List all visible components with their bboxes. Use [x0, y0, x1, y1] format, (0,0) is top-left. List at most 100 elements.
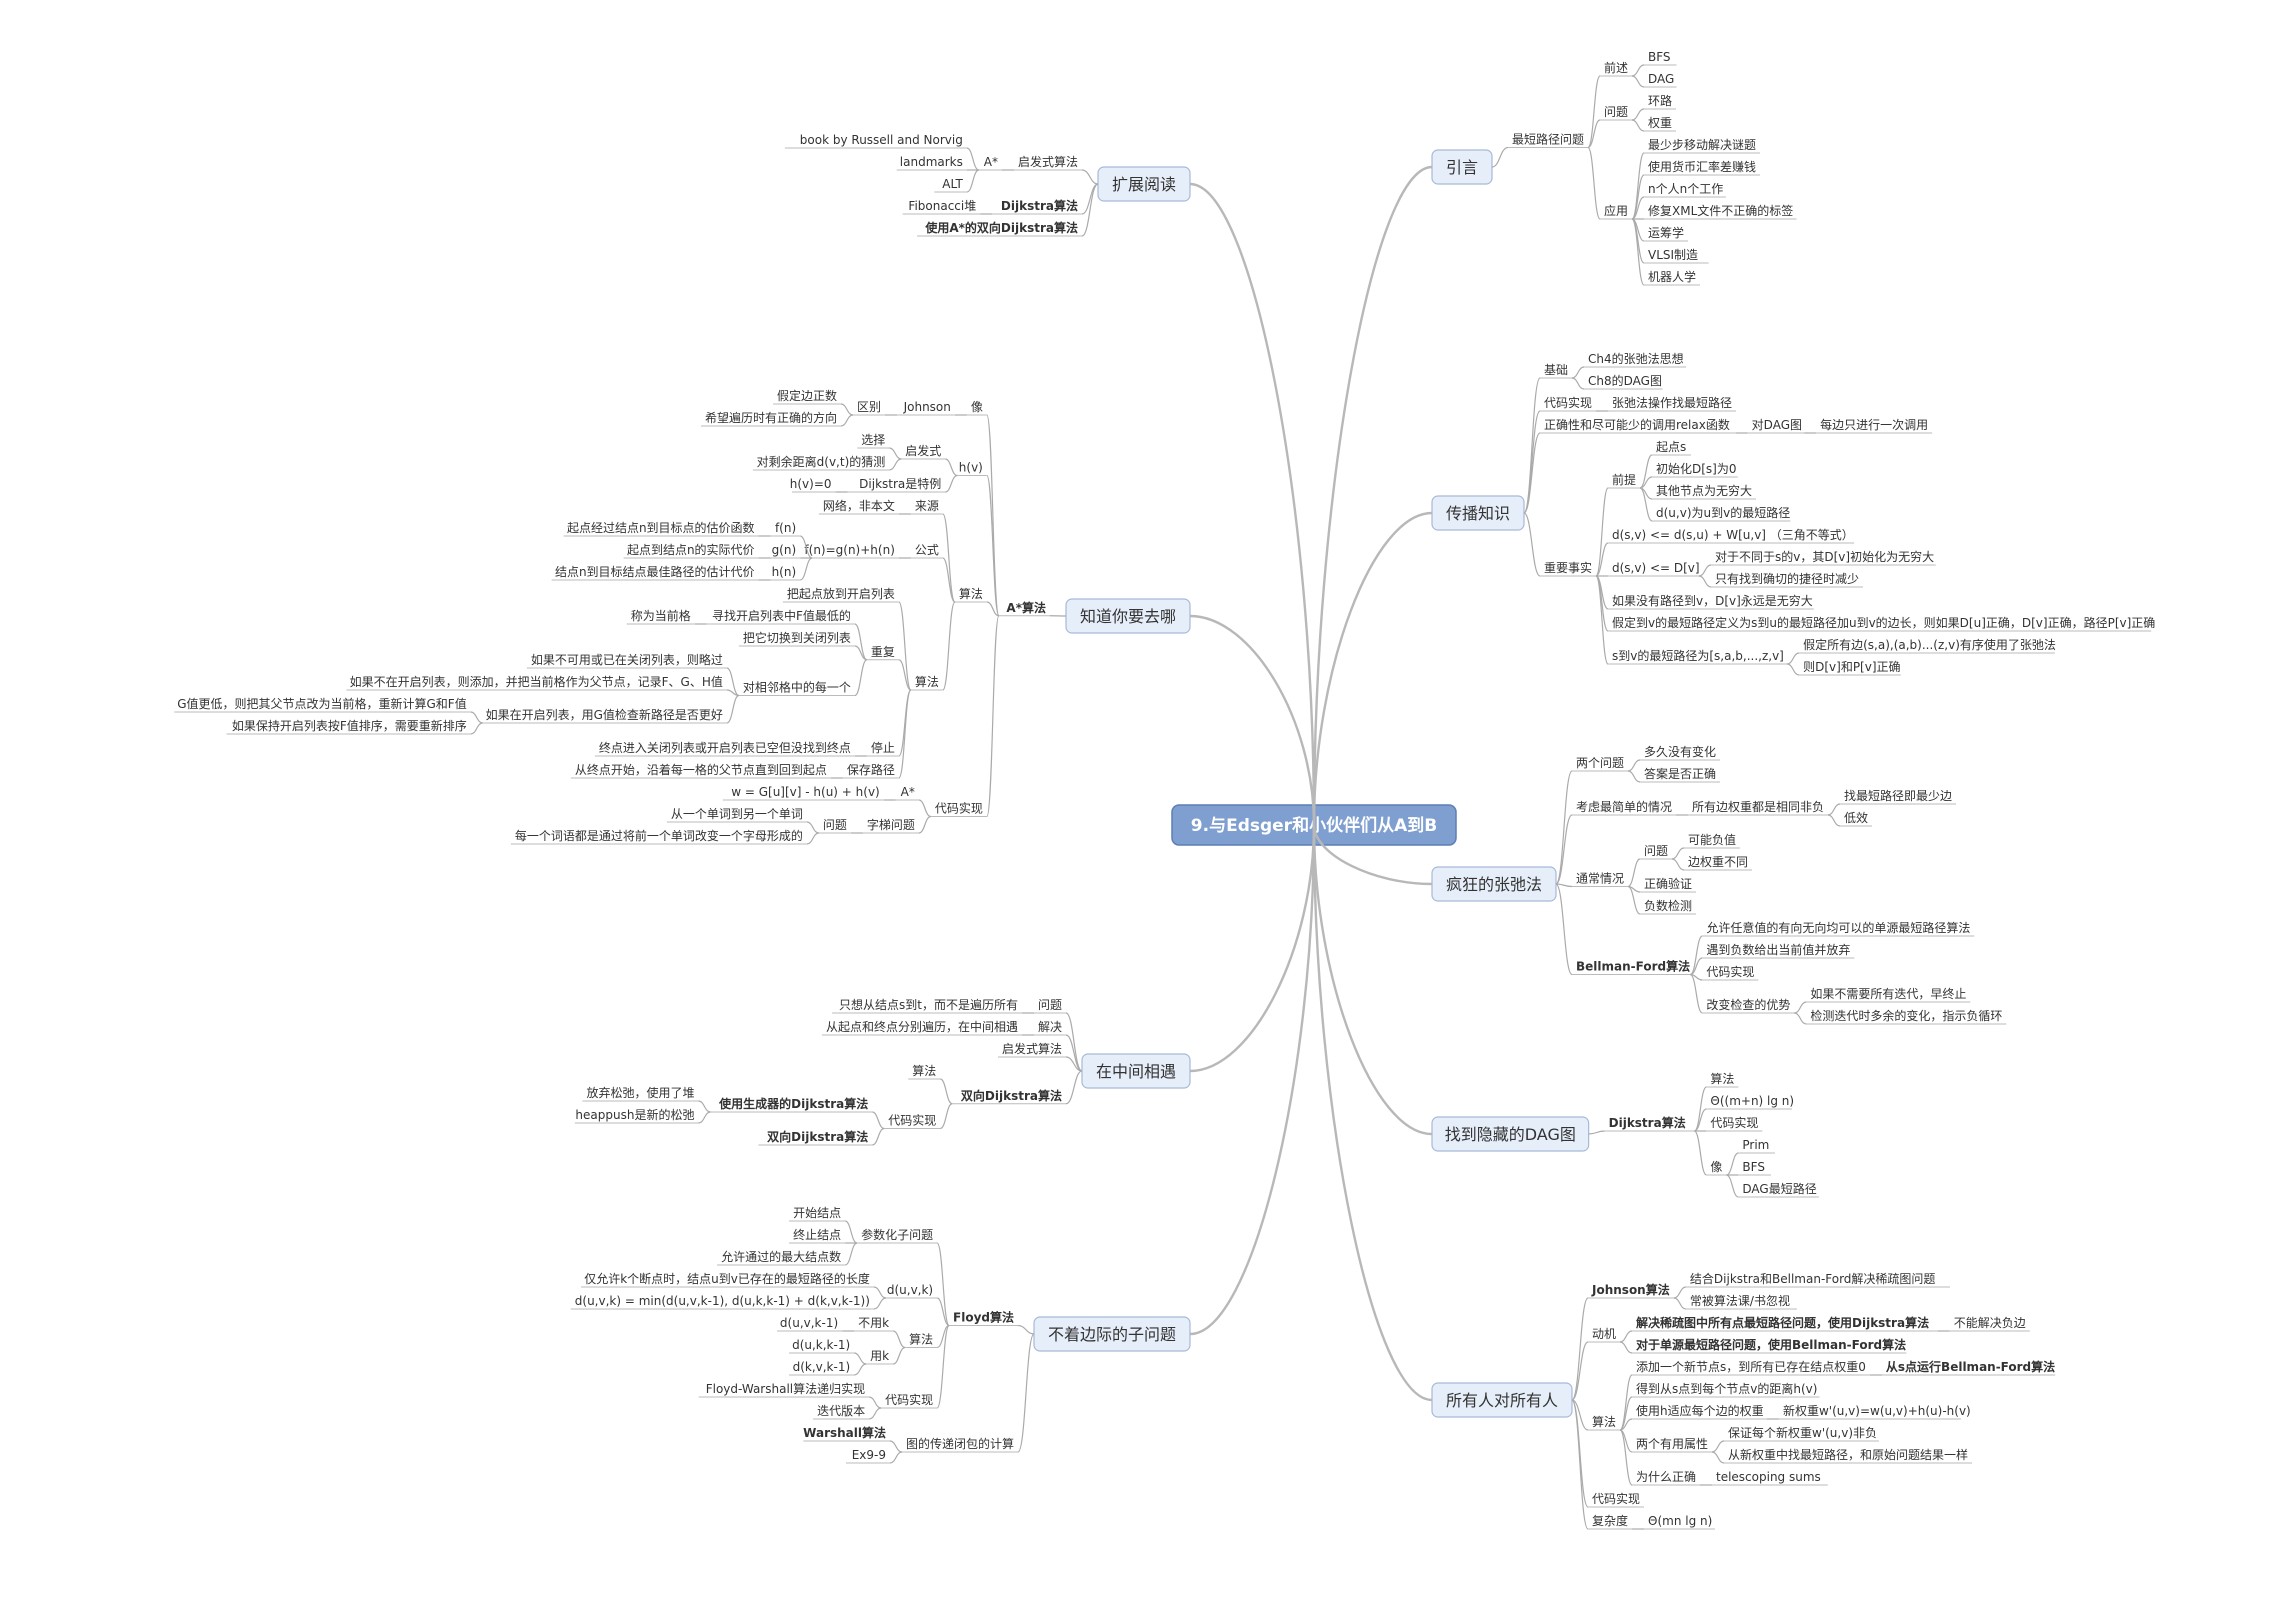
- topic-117[interactable]: h(n): [772, 565, 797, 579]
- topic-108[interactable]: 算法: [959, 586, 983, 601]
- topic-54[interactable]: 遇到负数给出当前值并放弃: [1706, 942, 1850, 957]
- topic-103[interactable]: 启发式: [905, 443, 941, 458]
- topic-38[interactable]: 则D[v]和P[v]正确: [1803, 660, 1900, 674]
- topic-21[interactable]: 正确性和尽可能少的调用relax函数: [1544, 417, 1730, 432]
- topic-90[interactable]: book by Russell and Norvig: [800, 133, 963, 147]
- topic-107[interactable]: h(v)=0: [790, 477, 832, 491]
- topic-123[interactable]: 称为当前格: [631, 608, 691, 623]
- topic-114[interactable]: 起点经过结点n到目标点的估价函数: [567, 520, 755, 535]
- topic-26[interactable]: 起点s: [1656, 440, 1686, 454]
- topic-59[interactable]: Dijkstra算法: [1609, 1115, 1686, 1130]
- topic-73[interactable]: 对于单源最短路径问题，使用Bellman-Ford算法: [1636, 1337, 1906, 1352]
- topic-156[interactable]: 开始结点: [793, 1206, 841, 1220]
- topic-37[interactable]: 假定所有边(s,a),(a,b)...(z,v)有序使用了张弛法: [1803, 637, 2056, 652]
- topic-70[interactable]: 动机: [1592, 1327, 1616, 1341]
- topic-115[interactable]: g(n): [772, 543, 797, 557]
- topic-79[interactable]: 新权重w'(u,v)=w(u,v)+h(u)-h(v): [1783, 1403, 1971, 1418]
- topic-80[interactable]: 两个有用属性: [1636, 1437, 1708, 1451]
- topic-5[interactable]: 问题: [1604, 105, 1628, 119]
- topic-120[interactable]: 把起点放到开启列表: [787, 586, 895, 601]
- topic-142[interactable]: 问题: [1038, 998, 1062, 1012]
- topic-22[interactable]: 对DAG图: [1752, 418, 1802, 432]
- topic-152[interactable]: heappush是新的松弛: [575, 1107, 694, 1122]
- topic-130[interactable]: 如果保持开启列表按F值排序，需要重新排序: [232, 718, 467, 733]
- topic-91[interactable]: landmarks: [900, 155, 963, 169]
- topic-119[interactable]: 算法: [915, 674, 939, 689]
- topic-153[interactable]: 双向Dijkstra算法: [767, 1129, 868, 1144]
- topic-27[interactable]: 初始化D[s]为0: [1656, 462, 1737, 476]
- topic-82[interactable]: 从新权重中找最短路径，和原始问题结果一样: [1728, 1447, 1968, 1462]
- topic-76[interactable]: 从s点运行Bellman-Ford算法: [1886, 1359, 2055, 1374]
- topic-157[interactable]: 终止结点: [793, 1227, 841, 1242]
- topic-143[interactable]: 只想从结点s到t，而不是遍历所有: [839, 997, 1018, 1012]
- topic-171[interactable]: 图的传递闭包的计算: [906, 1436, 1014, 1451]
- topic-62[interactable]: 代码实现: [1710, 1115, 1758, 1130]
- topic-109[interactable]: 来源: [915, 499, 939, 513]
- topic-3[interactable]: BFS: [1648, 50, 1671, 64]
- topic-41[interactable]: 答案是否正确: [1644, 766, 1716, 781]
- topic-20[interactable]: 张弛法操作找最短路径: [1612, 395, 1732, 410]
- topic-135[interactable]: 代码实现: [935, 801, 983, 816]
- topic-58[interactable]: 检测迭代时多余的变化，指示负循环: [1810, 1008, 2002, 1023]
- topic-68[interactable]: 结合Dijkstra和Bellman-Ford解决稀疏图问题: [1690, 1271, 1936, 1286]
- topic-29[interactable]: d(u,v)为u到v的最短路径: [1656, 505, 1790, 520]
- topic-39[interactable]: 两个问题: [1576, 756, 1624, 770]
- topic-132[interactable]: 终点进入关闭列表或开启列表已空但没找到终点: [599, 740, 851, 755]
- topic-134[interactable]: 从终点开始，沿着每一格的父节点直到回到起点: [575, 762, 827, 777]
- topic-136[interactable]: A*: [901, 785, 915, 799]
- topic-118[interactable]: 结点n到目标结点最佳路径的估计代价: [555, 564, 755, 579]
- topic-162[interactable]: 算法: [909, 1332, 933, 1347]
- topic-140[interactable]: 从一个单词到另一个单词: [671, 807, 803, 821]
- topic-160[interactable]: 仅允许k个断点时，结点u到v已存在的最短路径的长度: [584, 1271, 870, 1286]
- topic-104[interactable]: 选择: [861, 433, 885, 447]
- topic-32[interactable]: 对于不同于s的v，其D[v]初始化为无穷大: [1715, 549, 1934, 564]
- topic-9[interactable]: 最少步移动解决谜题: [1648, 138, 1756, 152]
- topic-93[interactable]: Dijkstra算法: [1001, 198, 1078, 213]
- topic-13[interactable]: 运筹学: [1648, 225, 1684, 240]
- topic-159[interactable]: d(u,v,k): [887, 1283, 933, 1297]
- topic-63[interactable]: 像: [1710, 1160, 1722, 1174]
- topic-110[interactable]: 网络，非本文: [823, 498, 895, 513]
- topic-111[interactable]: 公式: [915, 543, 939, 557]
- main-topic-0[interactable]: 引言: [1446, 158, 1478, 177]
- topic-14[interactable]: VLSI制造: [1648, 248, 1698, 262]
- topic-43[interactable]: 所有边权重都是相同非负: [1692, 800, 1824, 814]
- topic-154[interactable]: Floyd算法: [953, 1310, 1014, 1325]
- topic-99[interactable]: 区别: [857, 400, 881, 414]
- topic-87[interactable]: Θ(mn lg n): [1648, 1514, 1712, 1528]
- topic-86[interactable]: 复杂度: [1592, 1513, 1628, 1528]
- topic-173[interactable]: Ex9-9: [852, 1448, 886, 1462]
- topic-30[interactable]: d(s,v) <= d(s,u) + W[u,v] （三角不等式）: [1612, 528, 1854, 542]
- topic-77[interactable]: 得到从s点到每个节点v的距离h(v): [1636, 1381, 1817, 1396]
- topic-78[interactable]: 使用h适应每个边的权重: [1636, 1403, 1764, 1418]
- topic-66[interactable]: DAG最短路径: [1742, 1181, 1816, 1196]
- topic-7[interactable]: 权重: [1648, 116, 1672, 130]
- topic-47[interactable]: 问题: [1644, 844, 1668, 858]
- topic-124[interactable]: 把它切换到关闭列表: [743, 630, 851, 645]
- topic-97[interactable]: 像: [971, 400, 983, 414]
- topic-12[interactable]: 修复XML文件不正确的标签: [1648, 203, 1793, 218]
- topic-128[interactable]: 如果在开启列表，用G值检查新路径是否更好: [486, 707, 723, 722]
- main-topic-1[interactable]: 传播知识: [1446, 504, 1510, 523]
- topic-31[interactable]: d(s,v) <= D[v]: [1612, 561, 1700, 575]
- topic-139[interactable]: 问题: [823, 818, 847, 832]
- topic-48[interactable]: 可能负值: [1688, 832, 1736, 847]
- topic-137[interactable]: w = G[u][v] - h(u) + h(v): [731, 785, 880, 799]
- topic-6[interactable]: 环路: [1648, 93, 1672, 108]
- topic-16[interactable]: 基础: [1544, 363, 1568, 377]
- topic-28[interactable]: 其他节点为无穷大: [1656, 483, 1752, 498]
- topic-167[interactable]: d(k,v,k-1): [793, 1360, 851, 1374]
- topic-50[interactable]: 正确验证: [1644, 876, 1692, 891]
- topic-75[interactable]: 添加一个新节点s，到所有已存在结点权重0: [1636, 1359, 1866, 1374]
- topic-81[interactable]: 保证每个新权重w'(u,v)非负: [1728, 1425, 1877, 1440]
- topic-133[interactable]: 保存路径: [847, 762, 895, 777]
- topic-147[interactable]: 双向Dijkstra算法: [961, 1088, 1062, 1103]
- topic-131[interactable]: 停止: [871, 740, 895, 755]
- topic-36[interactable]: s到v的最短路径为[s,a,b,...,z,v]: [1612, 648, 1784, 663]
- topic-57[interactable]: 如果不需要所有迭代，早终止: [1810, 986, 1966, 1001]
- topic-8[interactable]: 应用: [1604, 203, 1628, 218]
- main-topic-3[interactable]: 找到隐藏的DAG图: [1445, 1125, 1576, 1144]
- topic-24[interactable]: 重要事实: [1544, 560, 1592, 575]
- topic-102[interactable]: h(v): [959, 461, 983, 475]
- main-topic-5[interactable]: 扩展阅读: [1112, 175, 1176, 194]
